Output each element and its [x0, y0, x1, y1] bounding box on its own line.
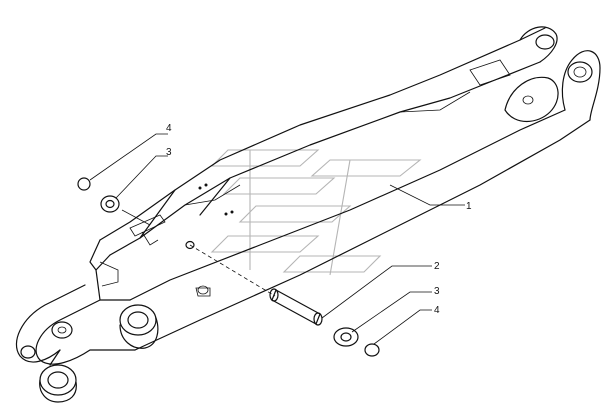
callout-part-3-left: 3: [166, 147, 172, 158]
pin-part: [269, 288, 323, 326]
callout-part-3-right: 3: [434, 286, 440, 297]
oring-left: [77, 177, 91, 191]
pin-axis-line: [189, 244, 276, 297]
washer-right: [333, 327, 359, 347]
callout-part-4-right: 4: [434, 305, 440, 316]
washer-left: [100, 195, 120, 213]
callout-part-1: 1: [466, 201, 472, 212]
callout-part-2: 2: [434, 261, 440, 272]
boom-arm: [15, 26, 601, 403]
watermark-logo: [210, 149, 422, 276]
callout-part-4-left: 4: [166, 123, 172, 134]
leader-lines: [89, 133, 465, 345]
oring-right: [364, 343, 380, 357]
